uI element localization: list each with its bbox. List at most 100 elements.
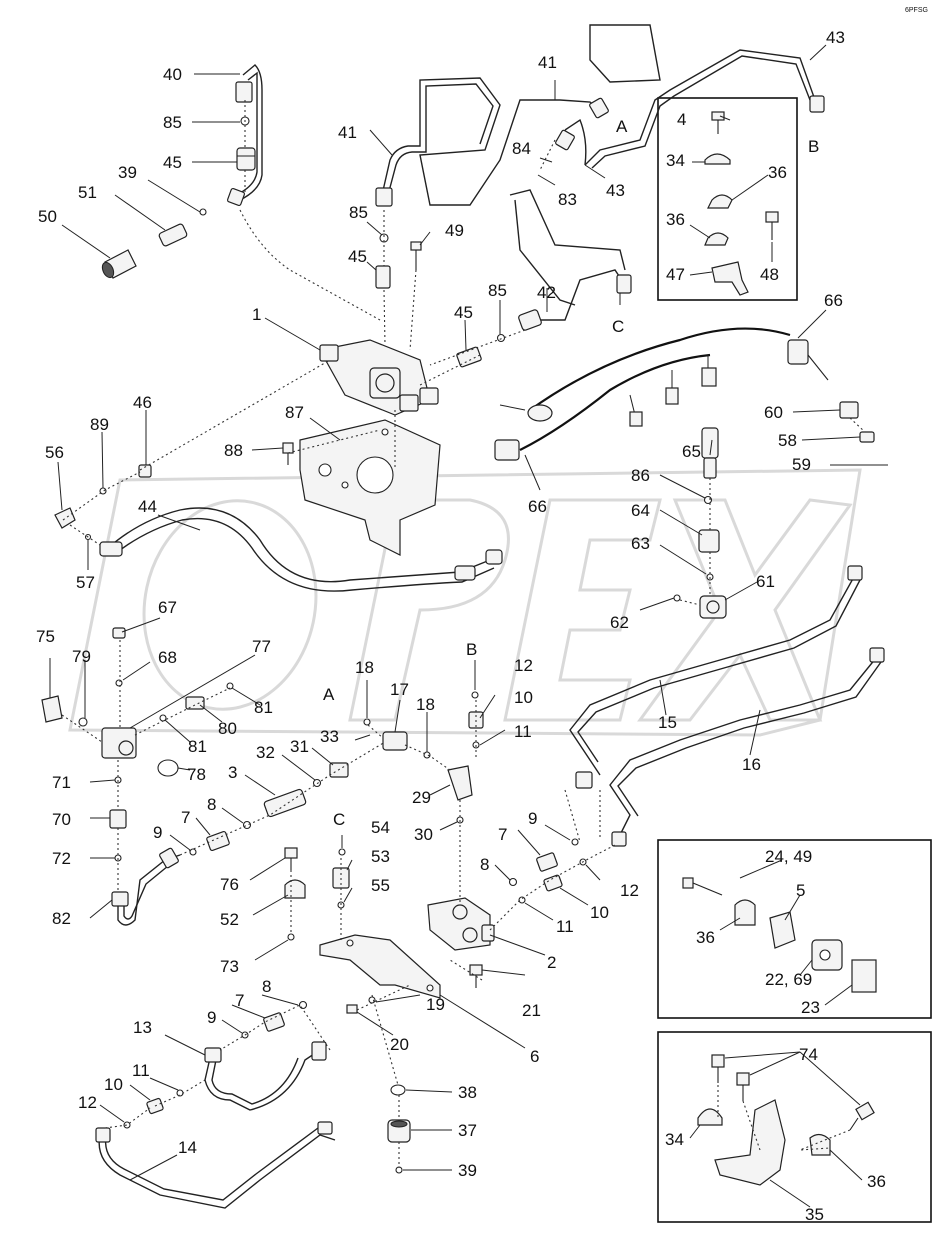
callout-66: 66 xyxy=(528,497,547,516)
harness-66 xyxy=(494,327,829,461)
tube-43 xyxy=(555,24,825,169)
oring-79 xyxy=(78,717,88,727)
coupler-3 xyxy=(263,788,307,818)
callout-12-b: 12 xyxy=(514,656,533,675)
callout-18: 18 xyxy=(355,658,374,677)
callout-42: 42 xyxy=(537,283,556,302)
callout-68: 68 xyxy=(158,648,177,667)
elbow-29 xyxy=(447,765,473,801)
callout-85: 85 xyxy=(163,113,182,132)
valve-2 xyxy=(427,897,495,951)
inset-callout-36b: 36 xyxy=(666,210,685,229)
callout-84: 84 xyxy=(512,139,531,158)
inset-pad-5 xyxy=(769,911,796,949)
oring-9a xyxy=(189,848,197,856)
inset-callout-24-49: 24, 49 xyxy=(765,847,812,866)
callout-2: 2 xyxy=(547,953,556,972)
adapter-51 xyxy=(158,223,188,247)
oring-8a xyxy=(242,820,252,830)
callout-16: 16 xyxy=(742,755,761,774)
callout-41: 41 xyxy=(338,123,357,142)
oring-32 xyxy=(312,778,322,788)
fitting-10a xyxy=(543,874,563,892)
callout-75: 75 xyxy=(36,627,55,646)
cap-50 xyxy=(101,249,137,279)
callout-6: 6 xyxy=(530,1047,539,1066)
letter-a-mid: A xyxy=(323,685,335,704)
callout-7-right: 7 xyxy=(498,825,507,844)
callout-33: 33 xyxy=(320,727,339,746)
inset-callout-36d: 36 xyxy=(867,1172,886,1191)
callout-8-bottom: 8 xyxy=(262,977,271,996)
oring-62 xyxy=(673,594,681,602)
callout-10-right: 10 xyxy=(590,903,609,922)
callout-78: 78 xyxy=(187,765,206,784)
callout-7-bottom: 7 xyxy=(235,991,244,1010)
inset-callout-23: 23 xyxy=(801,998,820,1017)
washer-38 xyxy=(390,1084,406,1096)
screw-20 xyxy=(346,1004,358,1014)
callout-50: 50 xyxy=(38,207,57,226)
inset-callout-22-69: 22, 69 xyxy=(765,970,812,989)
callout-76: 76 xyxy=(220,875,239,894)
oring-11a xyxy=(518,896,526,904)
callout-1: 1 xyxy=(252,305,261,324)
callout-77: 77 xyxy=(252,637,271,656)
corner-mark: 6PFSG xyxy=(905,7,928,14)
callout-71: 71 xyxy=(52,773,71,792)
inset-bolt-74a xyxy=(711,1054,725,1083)
tube-13 xyxy=(204,1041,327,1111)
inset-bracket-47 xyxy=(711,261,749,296)
inset-callout-48: 48 xyxy=(760,265,779,284)
callout-59: 59 xyxy=(792,455,811,474)
callout-17: 17 xyxy=(390,680,409,699)
callout-15: 15 xyxy=(658,713,677,732)
block-77 xyxy=(101,727,137,759)
inset-bolt-24 xyxy=(682,877,723,896)
tube-16 xyxy=(609,647,885,847)
letter-a-top: A xyxy=(616,117,628,136)
callout-19: 19 xyxy=(426,995,445,1014)
watermark xyxy=(68,468,862,737)
callout-8: 8 xyxy=(207,795,216,814)
callout-79: 79 xyxy=(72,647,91,666)
inset-callout-34: 34 xyxy=(666,151,685,170)
callout-11-b: 11 xyxy=(514,722,532,741)
fitting-7b xyxy=(536,852,558,872)
callout-45-mid: 45 xyxy=(348,247,367,266)
inset-bracket-35 xyxy=(714,1099,786,1186)
letter-c-mid: C xyxy=(333,810,345,829)
callout-58: 58 xyxy=(778,431,797,450)
washer-19 xyxy=(368,996,376,1004)
letter-b-top: B xyxy=(808,137,819,156)
tube-15 xyxy=(569,565,863,789)
fitting-64 xyxy=(698,529,720,553)
callout-11-bottom: 11 xyxy=(132,1061,150,1080)
tube-14 xyxy=(95,1121,336,1209)
oring-18a xyxy=(363,718,371,726)
callout-3: 3 xyxy=(228,763,237,782)
fitting-45-right xyxy=(456,346,482,368)
oring-18b xyxy=(423,751,431,759)
callout-9: 9 xyxy=(153,823,162,842)
oring-81b xyxy=(226,682,234,690)
inset-clamp-36a xyxy=(707,194,733,209)
callout-9-right: 9 xyxy=(528,809,537,828)
callout-10-b: 10 xyxy=(514,688,533,707)
callout-89: 89 xyxy=(90,415,109,434)
fitting-58 xyxy=(859,431,875,443)
inset-callout-5: 5 xyxy=(796,881,805,900)
bolt-88 xyxy=(282,442,294,465)
callout-56: 56 xyxy=(45,443,64,462)
clamp-52 xyxy=(284,879,306,899)
callout-38: 38 xyxy=(458,1083,477,1102)
callout-20: 20 xyxy=(390,1035,409,1054)
fitting-45-mid xyxy=(375,265,391,289)
tube-42 xyxy=(509,189,632,331)
tee-17 xyxy=(382,731,408,751)
callout-53: 53 xyxy=(371,847,390,866)
callout-7: 7 xyxy=(181,808,190,827)
callout-12-bottom: 12 xyxy=(78,1093,97,1112)
oring-8c xyxy=(298,1000,308,1010)
